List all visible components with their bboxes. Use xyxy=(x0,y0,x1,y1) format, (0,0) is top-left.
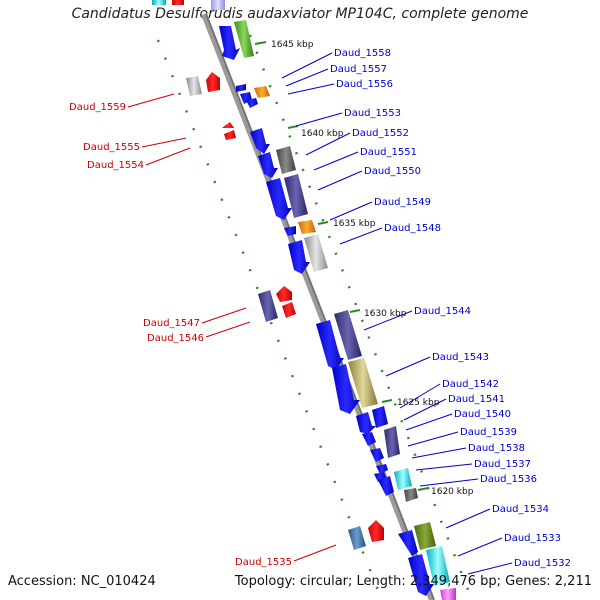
scale-tick-label: 1640 kbp xyxy=(301,129,344,139)
map-title: Candidatus Desulforudis audaxviator MP10… xyxy=(71,6,529,22)
gene-label: Daud_1554 xyxy=(87,160,144,171)
gene-arrow-rev xyxy=(222,122,234,128)
gene-label: Daud_1558 xyxy=(334,48,391,59)
forward-gene-labels: Daud_1558 Daud_1557 Daud_1556 Daud_1553 … xyxy=(330,48,571,569)
gene-feature xyxy=(368,520,384,542)
scale-tick-marks xyxy=(254,41,429,491)
gene-label: Daud_1541 xyxy=(448,394,505,405)
gene-arrow xyxy=(288,240,310,274)
gene-label: Daud_1550 xyxy=(364,166,421,177)
gene-feature xyxy=(282,302,296,318)
gene-arrow xyxy=(219,26,240,60)
gene-feature xyxy=(348,358,378,408)
gene-label: Daud_1552 xyxy=(352,128,409,139)
gene-feature xyxy=(372,406,388,428)
gene-label: Daud_1535 xyxy=(235,557,292,568)
gene-arrow xyxy=(250,128,270,154)
forward-leader-lines xyxy=(281,52,513,575)
gene-label: Daud_1534 xyxy=(492,504,549,515)
gene-feature xyxy=(298,220,316,234)
forward-colored-features xyxy=(234,20,456,600)
gene-feature xyxy=(276,146,296,174)
gene-feature xyxy=(304,234,328,272)
gene-feature xyxy=(348,526,366,550)
scale-tick-label: 1630 kbp xyxy=(364,309,407,319)
genome-summary-text: Topology: circular; Length: 2,349,476 bp… xyxy=(234,574,592,589)
gene-label: Daud_1542 xyxy=(442,379,499,390)
gene-arrow xyxy=(378,476,394,496)
gene-label: Daud_1544 xyxy=(414,306,471,317)
gene-label: Daud_1557 xyxy=(330,64,387,75)
gene-arrow xyxy=(408,554,434,596)
accession-text: Accession: NC_010424 xyxy=(8,574,156,589)
gene-arrow xyxy=(356,412,376,434)
gene-feature xyxy=(414,522,436,550)
genome-backbone xyxy=(201,12,435,600)
gene-feature xyxy=(206,72,220,92)
gene-label: Daud_1548 xyxy=(384,223,441,234)
gene-arrow xyxy=(398,530,418,556)
reverse-gene-features xyxy=(186,72,384,550)
partial-feature xyxy=(211,0,225,10)
scale-tick-label: 1645 kbp xyxy=(271,40,314,50)
gene-feature xyxy=(234,20,254,58)
gene-label: Daud_1539 xyxy=(460,427,517,438)
gene-arrow xyxy=(236,84,246,92)
genome-backbone-shade xyxy=(205,13,435,600)
gene-arrow-rev xyxy=(224,130,236,140)
gene-label: Daud_1546 xyxy=(147,333,204,344)
gene-arrow xyxy=(362,432,376,446)
gene-arrow xyxy=(284,226,296,236)
gene-label: Daud_1551 xyxy=(360,147,417,158)
gene-label: Daud_1537 xyxy=(474,459,531,470)
gene-label: Daud_1540 xyxy=(454,409,511,420)
reverse-leader-lines xyxy=(127,93,337,562)
gene-feature xyxy=(254,86,270,98)
gene-label: Daud_1555 xyxy=(83,142,140,153)
gene-feature xyxy=(334,310,362,360)
reverse-gene-labels: Daud_1559 Daud_1555 Daud_1554 Daud_1547 … xyxy=(69,102,292,568)
gene-feature xyxy=(284,174,308,218)
gene-label: Daud_1532 xyxy=(514,558,571,569)
gene-arrow xyxy=(246,98,258,108)
forward-gene-arrows xyxy=(219,26,434,596)
gene-label: Daud_1543 xyxy=(432,352,489,363)
gene-feature xyxy=(276,286,292,302)
gene-arrow xyxy=(316,320,344,370)
gene-feature xyxy=(404,488,418,502)
gene-label: Daud_1538 xyxy=(468,443,525,454)
gene-arrow xyxy=(370,448,384,462)
gene-feature xyxy=(384,426,400,458)
gene-label: Daud_1547 xyxy=(143,318,200,329)
gene-arrow xyxy=(266,178,292,220)
gene-label: Daud_1536 xyxy=(480,474,537,485)
gene-feature xyxy=(440,588,456,600)
scale-tick-label: 1620 kbp xyxy=(431,487,474,497)
gene-label: Daud_1533 xyxy=(504,533,561,544)
gene-label: Daud_1549 xyxy=(374,197,431,208)
gene-label: Daud_1553 xyxy=(344,108,401,119)
gene-feature xyxy=(186,76,202,96)
gene-feature xyxy=(258,290,278,322)
gene-label: Daud_1556 xyxy=(336,79,393,90)
gene-arrow xyxy=(332,364,360,414)
partial-feature xyxy=(172,0,184,5)
scale-tick-label: 1625 kbp xyxy=(397,398,440,408)
gene-arrow xyxy=(258,152,278,178)
gene-feature xyxy=(426,546,450,586)
gene-arrow xyxy=(376,464,388,474)
gene-label: Daud_1559 xyxy=(69,102,126,113)
partial-feature xyxy=(152,0,166,5)
gene-feature xyxy=(394,468,412,490)
scale-tick-label: 1635 kbp xyxy=(333,219,376,229)
